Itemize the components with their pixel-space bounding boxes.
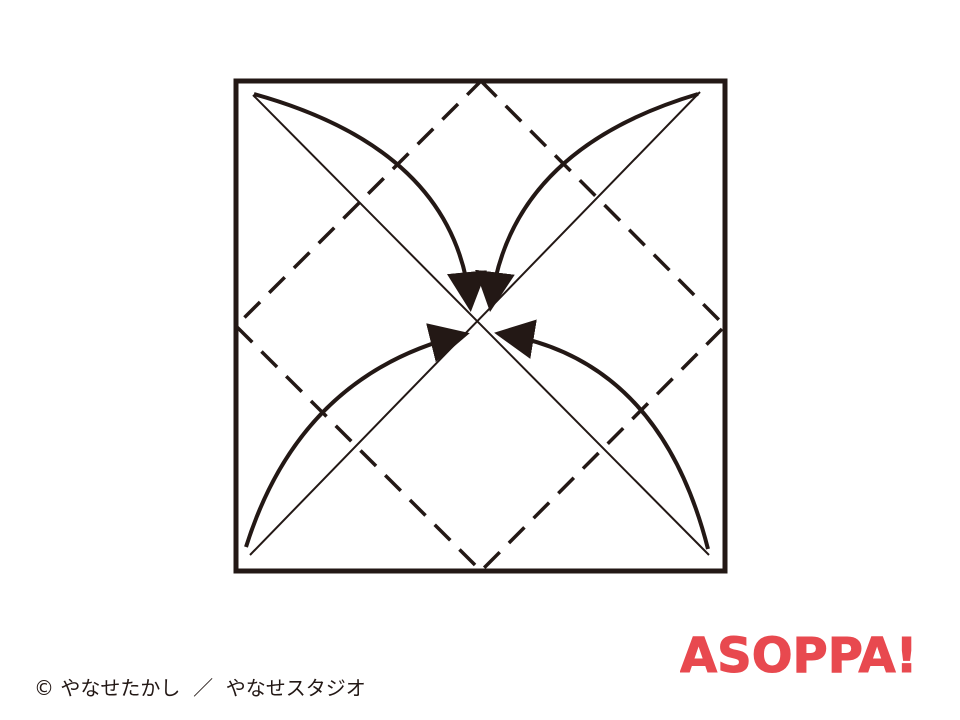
asoppa-logo: ASOPPA! — [680, 628, 918, 685]
copyright-credit: © やなせたかし ／ やなせスタジオ — [34, 676, 366, 700]
fold-arrow-bottom-right — [494, 319, 710, 550]
fold-arrow-bottom-left — [244, 323, 470, 548]
fold-line-diamond — [233, 78, 728, 574]
fold-arrow-top-left — [253, 92, 487, 312]
crease-diagonal-1 — [252, 94, 710, 556]
crease-diagonal-2 — [249, 91, 701, 556]
fold-arrow-top-right — [475, 92, 699, 312]
logo-text: ASOPPA! — [680, 628, 918, 684]
